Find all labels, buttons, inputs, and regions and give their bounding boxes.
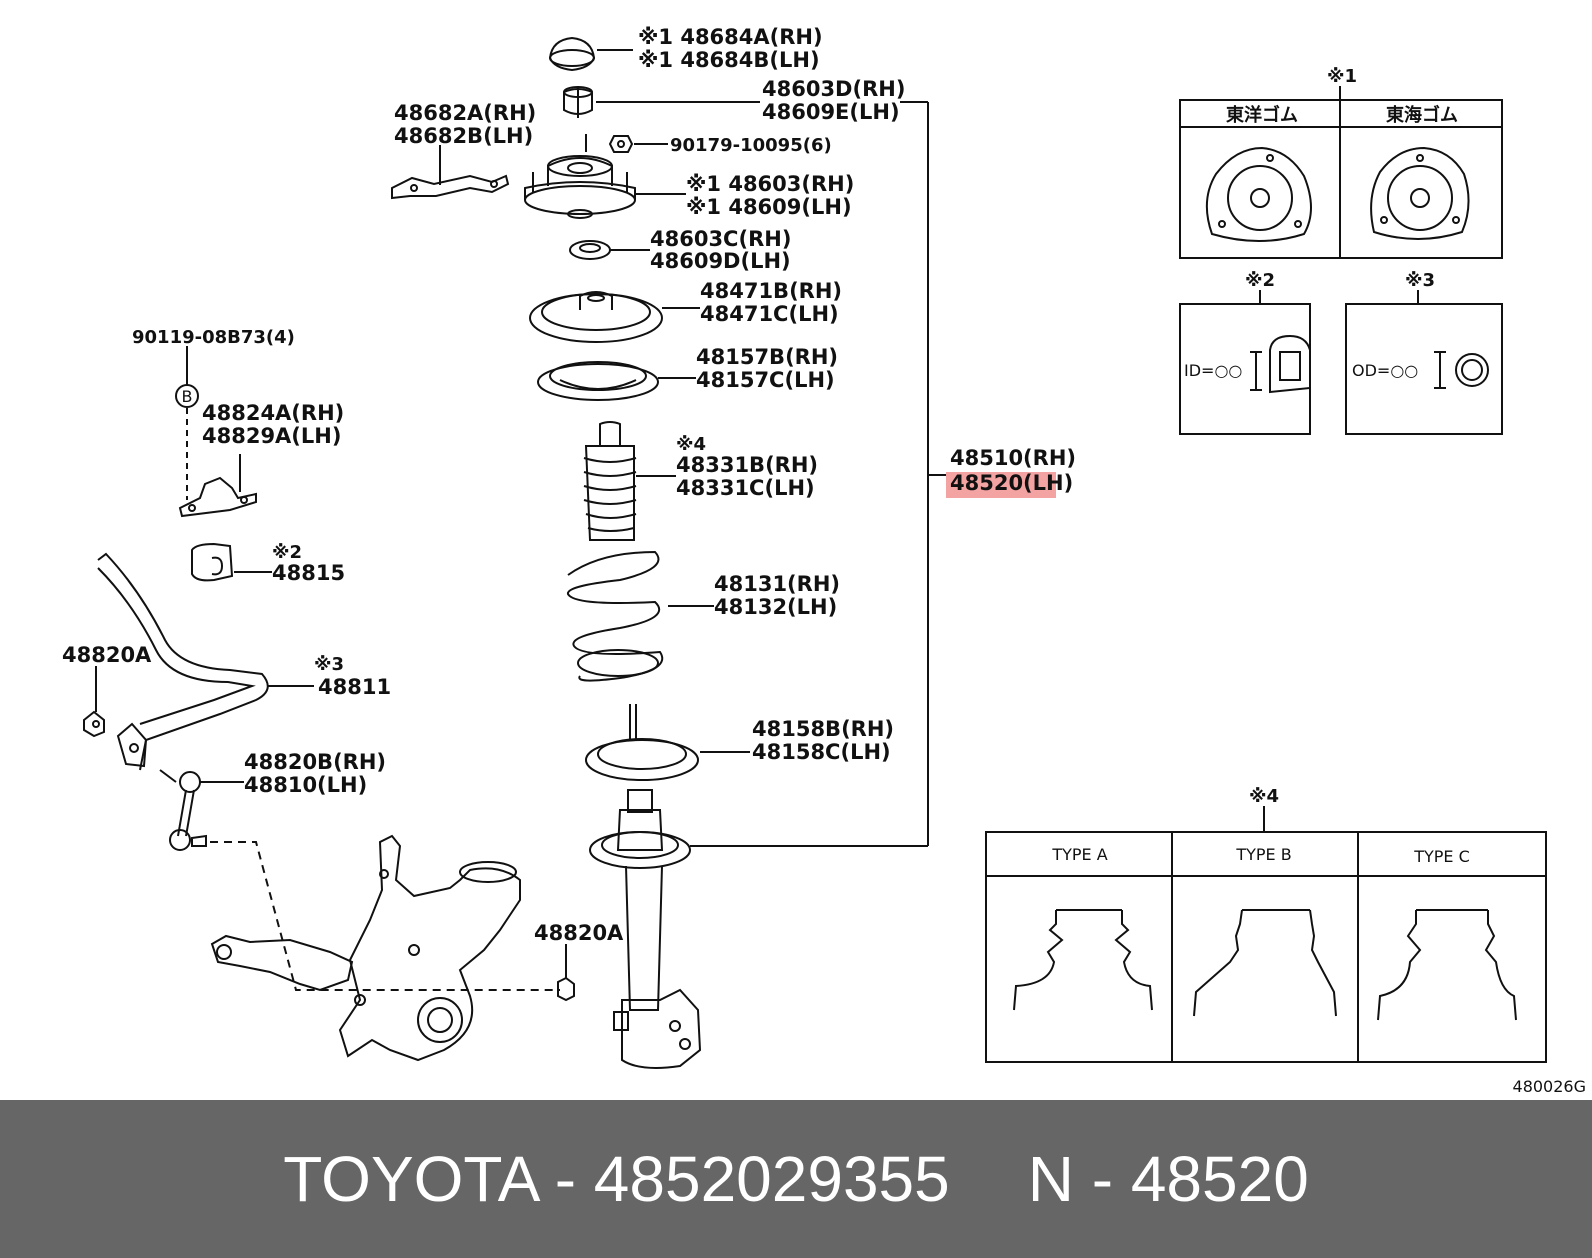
label-support-lh: ※1 48609(LH)	[686, 195, 852, 219]
label-upper-seat-lh: 48157C(LH)	[696, 368, 835, 392]
label-strut-rh: 48510(RH)	[950, 446, 1076, 470]
label-cap-lh: ※1 48684B(LH)	[638, 48, 820, 72]
highlight-box	[946, 472, 1056, 498]
inset-mount-variants	[1179, 86, 1503, 259]
spring-insulator-icon	[529, 291, 663, 343]
label-bearing-rh: 48603C(RH)	[650, 227, 791, 251]
label-stab-bolt: 90119-08B73(4)	[132, 327, 295, 348]
label-stab-bracket-rh: 48824A(RH)	[202, 401, 344, 425]
lower-arm-icon	[210, 934, 354, 992]
label-spring-lh: 48132(LH)	[714, 595, 837, 619]
stabilizer-nut-icon	[83, 710, 105, 738]
label-bracket-lh: 48682B(LH)	[394, 124, 533, 148]
lower-spring-seat-icon	[585, 704, 699, 781]
mount-bolt-icon	[608, 135, 634, 153]
label-stab-nut-left: 48820A	[62, 643, 152, 667]
stabilizer-bushing-icon	[191, 542, 234, 582]
inset-boot-types	[985, 806, 1547, 1063]
stabilizer-bracket-icon	[178, 476, 257, 518]
inset3-mark: ※3	[1405, 270, 1435, 291]
strut-bracket-icon	[391, 174, 510, 200]
inset-bar-od	[1345, 290, 1503, 435]
label-stab-bar: 48811	[318, 675, 391, 699]
diagram-id: 480026G	[1513, 1077, 1586, 1096]
label-bracket-rh: 48682A(RH)	[394, 101, 536, 125]
inset3-label: OD=○○	[1352, 361, 1418, 380]
upper-spring-seat-icon	[537, 361, 659, 401]
label-lower-seat-rh: 48158B(RH)	[752, 717, 894, 741]
inset2-mark: ※2	[1245, 270, 1275, 291]
stabilizer-bar-icon	[97, 552, 269, 771]
inset1-col2: 東海ゴム	[1386, 104, 1458, 126]
coil-spring-icon	[567, 550, 664, 682]
inset4-type-b: TYPE B	[1235, 845, 1291, 864]
knuckle-nut-icon	[557, 976, 575, 1002]
inset4-type-c: TYPE C	[1413, 847, 1470, 866]
label-cap-rh: ※1 48684A(RH)	[638, 25, 823, 49]
label-link-rh: 48820B(RH)	[244, 750, 386, 774]
label-link-lh: 48810(LH)	[244, 773, 367, 797]
exploded-view: ※1 48684A(RH) ※1 48684B(LH) 48603D(RH) 4…	[62, 25, 1586, 1096]
label-stab-bar-mark: ※3	[314, 654, 344, 675]
label-upper-seat-rh: 48157B(RH)	[696, 345, 838, 369]
inset2-label: ID=○○	[1184, 361, 1242, 380]
footer-part-number: TOYOTA - 4852029355	[283, 1143, 950, 1215]
inset-bushing-id	[1179, 290, 1311, 435]
label-insulator-lh: 48471C(LH)	[700, 302, 839, 326]
inset4-type-a: TYPE A	[1051, 845, 1107, 864]
strut-bearing-icon	[569, 240, 611, 260]
label-stab-bracket-lh: 48829A(LH)	[202, 424, 341, 448]
dust-boot-icon	[583, 421, 637, 541]
shock-absorber-icon	[589, 789, 702, 1069]
footer-bar: TOYOTA - 4852029355 N - 48520	[0, 1100, 1592, 1258]
bolt-mark-circle	[175, 384, 199, 408]
strut-mount-support-icon	[524, 134, 636, 219]
inset4-mark: ※4	[1249, 786, 1279, 807]
strut-nut-icon	[563, 86, 593, 118]
label-bolt-mark: B	[182, 387, 193, 406]
label-bushing: 48815	[272, 561, 345, 585]
label-nut-lh: 48609E(LH)	[762, 100, 900, 124]
inset1-col1: 東洋ゴム	[1226, 104, 1298, 126]
inset1-mark: ※1	[1327, 66, 1357, 87]
footer-ref: N - 48520	[1027, 1143, 1309, 1215]
label-bearing-lh: 48609D(LH)	[650, 249, 791, 273]
stabilizer-link-icon	[159, 769, 207, 851]
label-bolt: 90179-10095(6)	[670, 135, 832, 156]
steering-knuckle-icon	[338, 834, 521, 1062]
label-insulator-rh: 48471B(RH)	[700, 279, 842, 303]
strut-cap-icon	[548, 36, 596, 72]
label-stab-nut-right: 48820A	[534, 921, 624, 945]
label-nut-rh: 48603D(RH)	[762, 77, 905, 101]
label-strut-lh: 48520(LH)	[950, 471, 1073, 495]
label-boot-mark: ※4	[676, 434, 706, 455]
label-boot-lh: 48331C(LH)	[676, 476, 815, 500]
label-support-rh: ※1 48603(RH)	[686, 172, 854, 196]
label-spring-rh: 48131(RH)	[714, 572, 840, 596]
label-boot-rh: 48331B(RH)	[676, 453, 818, 477]
label-lower-seat-lh: 48158C(LH)	[752, 740, 891, 764]
parts-diagram: ※1 48684A(RH) ※1 48684B(LH) 48603D(RH) 4…	[62, 25, 1586, 1096]
label-bushing-mark: ※2	[272, 542, 302, 563]
